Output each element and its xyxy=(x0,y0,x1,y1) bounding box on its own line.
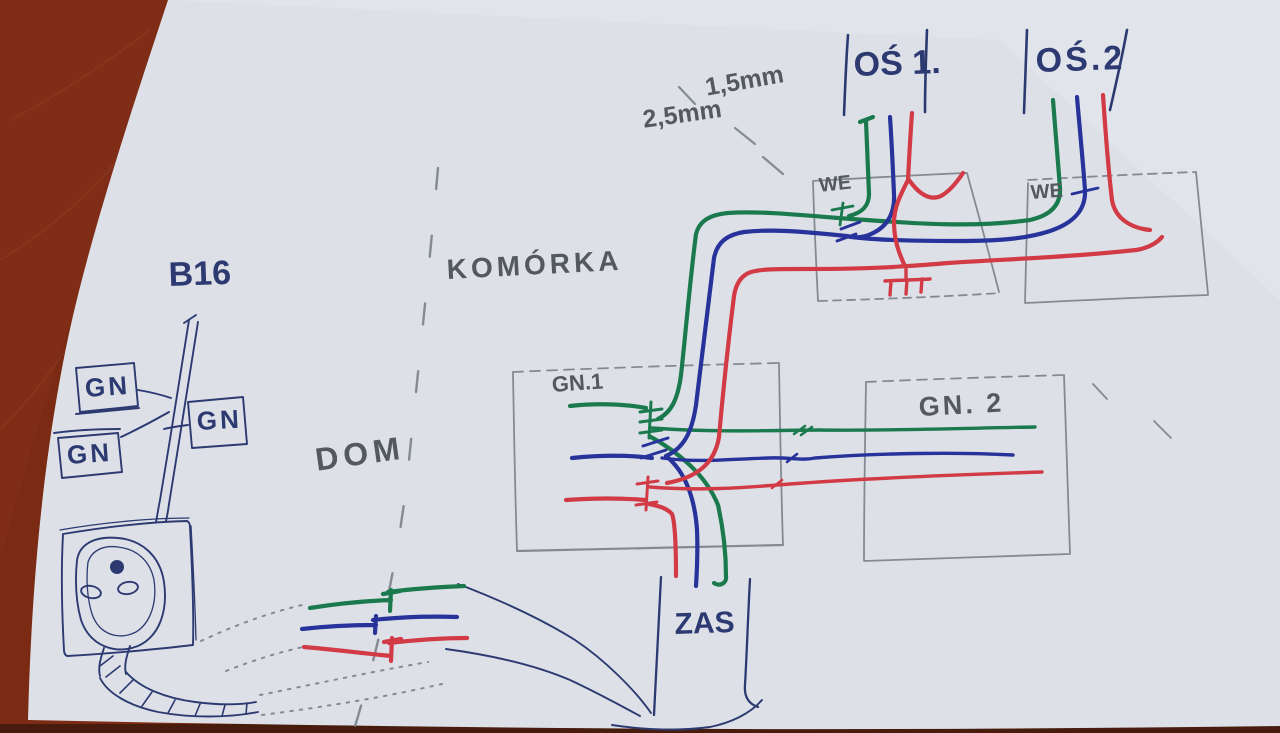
breaker-label: B16 xyxy=(168,253,232,294)
cable-to-zas xyxy=(445,583,763,731)
cable-dotted-to-junctions xyxy=(200,604,304,672)
zas-bracket xyxy=(652,575,760,717)
red-wire xyxy=(301,92,1165,664)
socket-hole-right xyxy=(117,580,139,596)
light-circuit-2-label: OŚ.2 xyxy=(1035,38,1126,80)
pencil-construction-lines xyxy=(200,85,1209,733)
os2-box xyxy=(1024,171,1209,304)
os2-input-label: WE xyxy=(1030,179,1064,204)
supply-label: ZAS xyxy=(674,605,736,641)
house-outlet-label-1: GN xyxy=(84,369,131,403)
os1-fixture-bars xyxy=(842,28,929,117)
house-outlet-boxes xyxy=(53,362,248,479)
house-outlet-label-2: GN xyxy=(66,436,113,470)
socket-earth-pin xyxy=(110,560,124,574)
colored-wires xyxy=(299,92,1165,664)
wall-socket-drawing xyxy=(59,517,259,718)
outlet-group-1-label: GN.1 xyxy=(551,368,604,397)
paper-sheet xyxy=(28,0,1280,730)
breaker-feed-line xyxy=(155,314,199,523)
stray-scratches xyxy=(1092,383,1172,439)
gn2-box xyxy=(863,374,1071,562)
light-circuit-1-label: OŚ 1. xyxy=(853,42,942,84)
os2-fixture-bars xyxy=(1022,28,1129,115)
outlet-group-2-label: GN. 2 xyxy=(918,387,1005,422)
gn1-box xyxy=(512,362,784,551)
socket-hole-left xyxy=(80,584,102,600)
cable-hatching xyxy=(99,655,248,717)
zone-divider-dashed-line xyxy=(351,166,440,733)
house-outlet-label-3: GN xyxy=(196,403,243,436)
blue-wire xyxy=(299,94,1100,636)
pen-ink-drawing xyxy=(53,28,1129,731)
gauge-leader-dashes xyxy=(677,85,785,176)
cable-dotted-to-zas xyxy=(259,661,443,716)
green-wire xyxy=(307,97,1063,614)
os1-input-label: WE xyxy=(818,171,853,197)
